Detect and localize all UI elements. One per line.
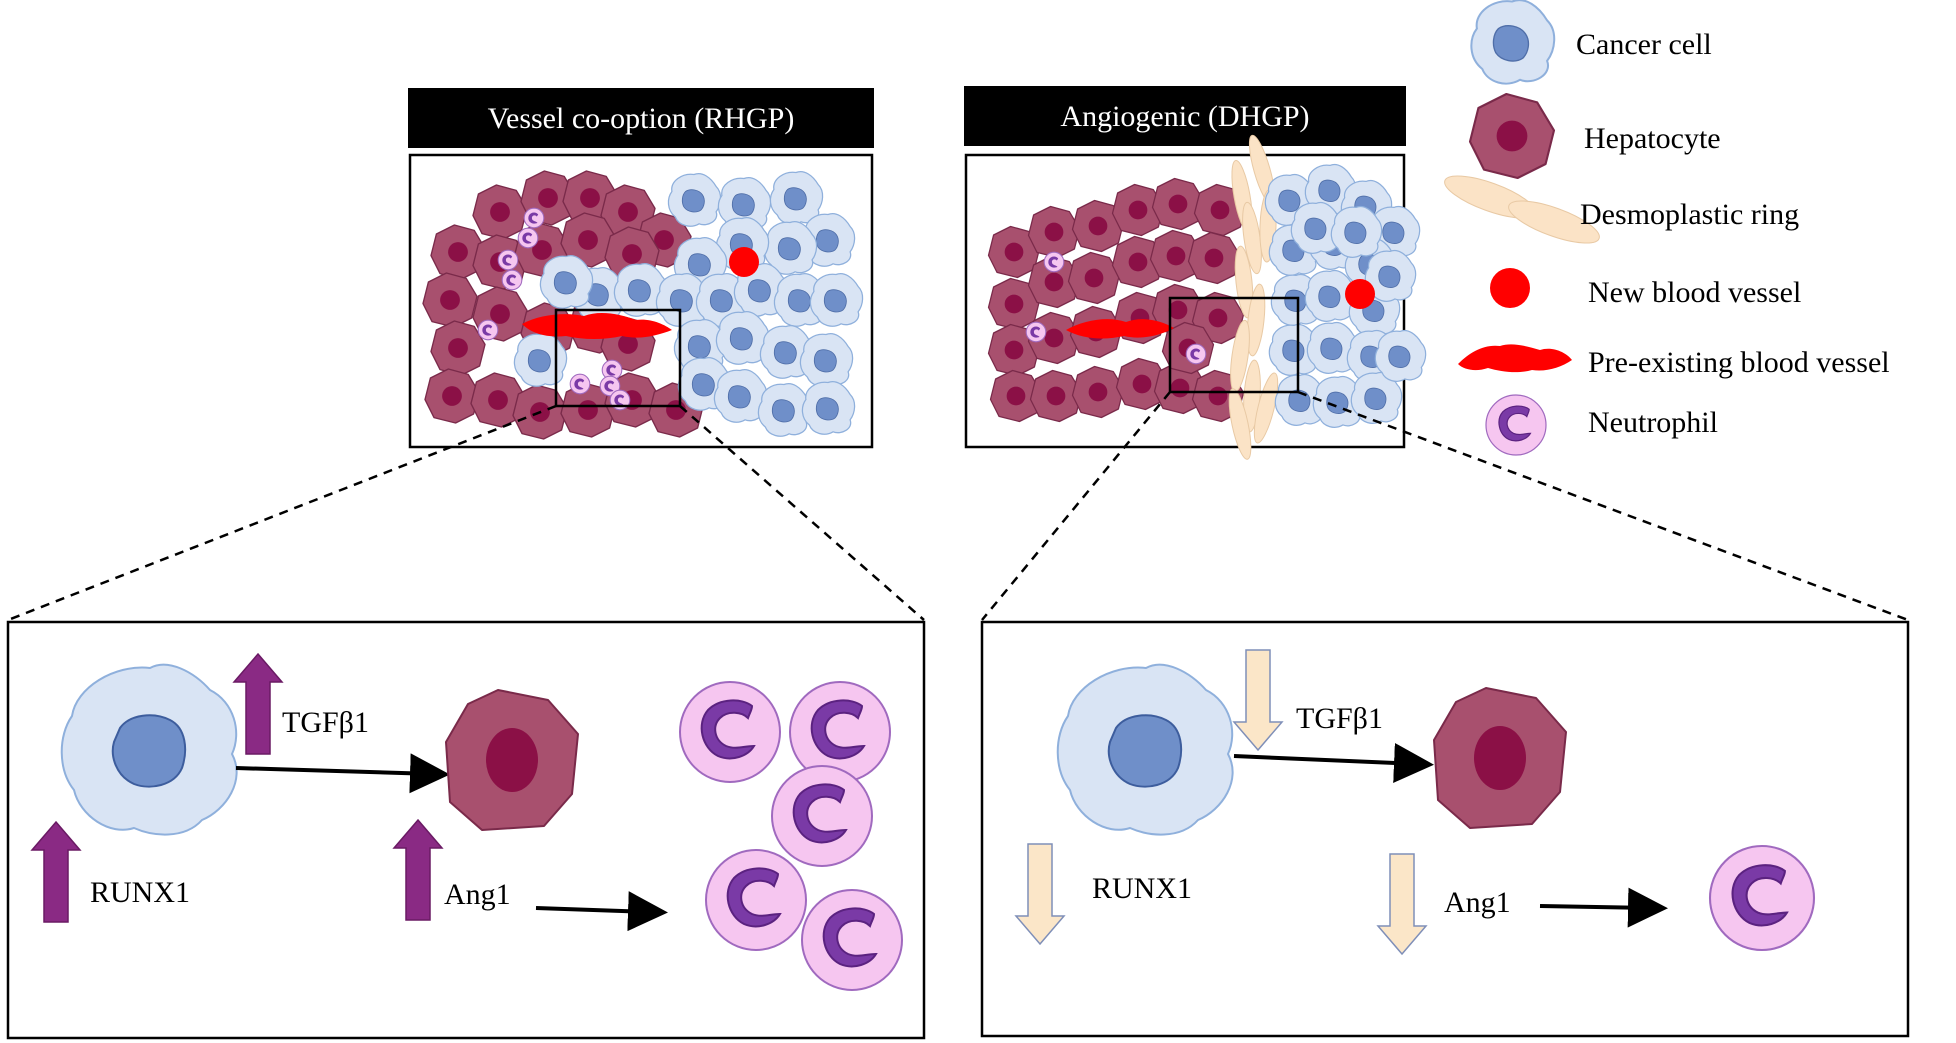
cancer-cell-icon bbox=[667, 172, 722, 227]
neutrophil-icon bbox=[801, 889, 903, 991]
neutrophil-icon bbox=[789, 681, 891, 783]
right-zoom-box bbox=[1168, 296, 1300, 394]
left-tissue-cells bbox=[422, 170, 864, 440]
neutrophil-icon bbox=[569, 373, 591, 395]
arrow-icon bbox=[1539, 887, 1668, 928]
neutrophil-icon bbox=[517, 227, 539, 249]
arrow-icon bbox=[235, 753, 450, 794]
neutrophil-icon bbox=[771, 765, 873, 867]
cancer-cell-icon bbox=[60, 663, 238, 836]
left-zoom-box bbox=[554, 308, 682, 408]
left-panel-title: Vessel co-option (RHGP) bbox=[488, 102, 795, 135]
tgf-label: TGFβ1 bbox=[1296, 702, 1383, 735]
legend-label-hepatocyte: Hepatocyte bbox=[1584, 122, 1721, 155]
right-tissue-cells bbox=[987, 132, 1427, 462]
zoom-lines bbox=[7, 390, 1909, 622]
arrow-icon bbox=[1233, 742, 1434, 783]
desmoplastic-ring-icon bbox=[1444, 175, 1600, 244]
cancer-cell-icon bbox=[801, 380, 856, 435]
neutrophil-icon bbox=[1043, 251, 1065, 273]
legend-label-neutrophil: Neutrophil bbox=[1588, 406, 1718, 439]
neutrophil-icon bbox=[679, 681, 781, 783]
cancer-cell-icon bbox=[809, 272, 864, 327]
pre-existing-blood-vessel-icon bbox=[1458, 344, 1572, 373]
cancer-cell-icon bbox=[1056, 663, 1234, 836]
arrow-icon bbox=[535, 891, 668, 932]
cancer-cell-icon bbox=[1470, 0, 1556, 85]
hepatocyte-icon bbox=[445, 689, 579, 831]
cancer-cell-icon bbox=[539, 254, 594, 309]
legend-label-new-blood-vessel: New blood vessel bbox=[1588, 276, 1801, 309]
right-detail-panel: TGFβ1 RUNX1 Ang1 bbox=[980, 620, 1910, 1038]
tgf-label: TGFβ1 bbox=[282, 706, 369, 739]
right-top-panel: Angiogenic (DHGP) bbox=[964, 86, 1427, 462]
neutrophil-icon bbox=[1485, 394, 1547, 456]
new-blood-vessel-icon bbox=[1345, 279, 1375, 309]
neutrophil-icon bbox=[1025, 321, 1047, 343]
ang-label: Ang1 bbox=[1444, 886, 1511, 919]
hepatocyte-icon bbox=[1433, 687, 1567, 829]
runx-label: RUNX1 bbox=[90, 876, 190, 909]
cancer-cell-icon bbox=[799, 332, 854, 387]
legend: Cancer cell Hepatocyte Desmoplastic ring… bbox=[1444, 0, 1890, 456]
pre-existing-blood-vessel-icon bbox=[522, 313, 672, 339]
ang-label: Ang1 bbox=[444, 878, 511, 911]
neutrophil-icon bbox=[477, 319, 499, 341]
legend-label-pre-existing-blood-vessel: Pre-existing blood vessel bbox=[1588, 346, 1890, 379]
neutrophil-icon bbox=[497, 249, 519, 271]
new-blood-vessel-icon bbox=[1490, 268, 1530, 308]
neutrophil-icon bbox=[1708, 844, 1816, 952]
cancer-cell-icon bbox=[1330, 205, 1383, 258]
neutrophil-icon bbox=[523, 207, 545, 229]
hepatocyte-icon bbox=[1468, 92, 1556, 180]
left-detail-panel: TGFβ1 RUNX1 Ang1 bbox=[6, 620, 926, 1040]
left-title-bar bbox=[408, 88, 874, 148]
neutrophil-icon bbox=[1185, 343, 1207, 365]
cancer-cell-icon bbox=[513, 332, 568, 387]
right-title-bar bbox=[964, 86, 1406, 146]
left-top-panel: Vessel co-option (RHGP) bbox=[408, 88, 874, 449]
legend-label-cancer-cell: Cancer cell bbox=[1576, 28, 1712, 61]
cancer-cell-icon bbox=[1374, 329, 1427, 382]
neutrophil-icon bbox=[501, 269, 523, 291]
legend-label-desmoplastic-ring: Desmoplastic ring bbox=[1580, 198, 1799, 231]
runx-label: RUNX1 bbox=[1092, 872, 1192, 905]
right-panel-title: Angiogenic (DHGP) bbox=[1060, 100, 1309, 133]
pre-existing-blood-vessel-icon bbox=[1066, 319, 1174, 339]
new-blood-vessel-icon bbox=[729, 247, 759, 277]
neutrophil-icon bbox=[705, 849, 807, 951]
